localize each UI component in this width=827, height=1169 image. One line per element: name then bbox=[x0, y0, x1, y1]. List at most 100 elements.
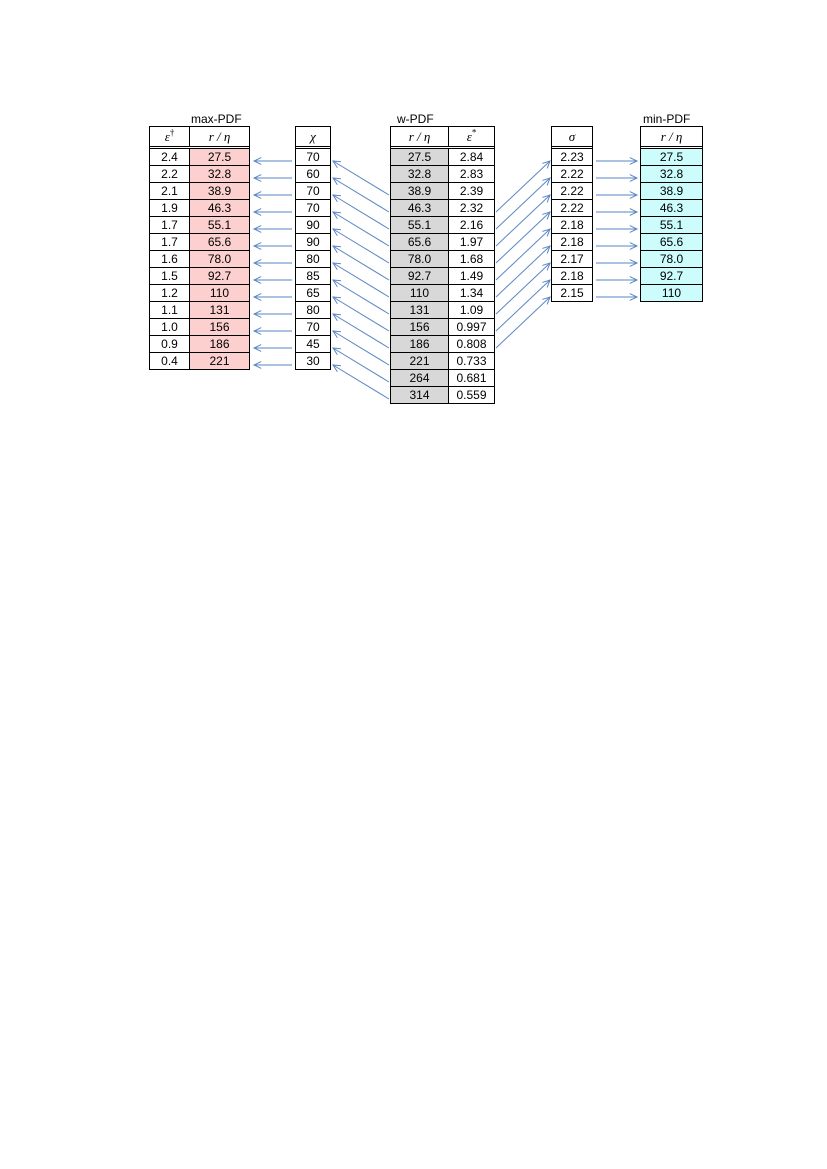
eps-dagger-cell: 1.2 bbox=[161, 286, 178, 300]
max-pdf-title: max-PDF bbox=[191, 112, 242, 126]
table-row: 2.18 bbox=[552, 267, 592, 284]
table-row: 78.0 bbox=[641, 250, 702, 267]
eps-star-cell: 1.97 bbox=[448, 234, 494, 250]
arrowhead bbox=[252, 174, 262, 182]
arrowhead bbox=[252, 361, 262, 369]
table-row: 2.23 bbox=[552, 149, 592, 165]
eps-dagger-cell: 2.1 bbox=[161, 184, 178, 198]
arrowhead bbox=[252, 225, 262, 233]
arrowhead bbox=[332, 347, 342, 355]
eps-star-cell: 1.09 bbox=[448, 302, 494, 318]
arrowhead bbox=[332, 228, 342, 236]
arrowhead bbox=[252, 157, 262, 165]
min-r-eta-cell: 110 bbox=[641, 285, 702, 301]
table-row: 27.5 bbox=[641, 149, 702, 165]
arrowhead bbox=[252, 327, 262, 335]
w-r-eta-cell: 55.1 bbox=[391, 217, 448, 233]
min-r-eta-cell: 65.6 bbox=[641, 234, 702, 250]
arrowhead bbox=[332, 177, 342, 185]
arrowhead bbox=[252, 344, 262, 352]
arrowhead bbox=[629, 242, 639, 250]
eps-dagger-cell: 1.6 bbox=[161, 252, 178, 266]
arrowhead bbox=[629, 225, 639, 233]
min-r-eta-cell: 78.0 bbox=[641, 251, 702, 267]
table-row: 70 bbox=[296, 182, 330, 199]
table-row: 70 bbox=[296, 199, 330, 216]
connector-arrow bbox=[332, 313, 390, 349]
eps-star-cell: 0.681 bbox=[448, 370, 494, 386]
r-eta-cell: 131 bbox=[189, 302, 249, 318]
arrowhead bbox=[332, 211, 342, 219]
eps-dagger-cell: 1.0 bbox=[161, 320, 178, 334]
arrowhead bbox=[542, 211, 551, 220]
min-pdf-title: min-PDF bbox=[643, 112, 691, 126]
arrowhead bbox=[629, 157, 639, 165]
arrowhead bbox=[542, 296, 551, 305]
table-row: 90 bbox=[296, 233, 330, 250]
min-r-eta-cell: 55.1 bbox=[641, 217, 702, 233]
connector-arrow bbox=[332, 347, 390, 383]
eps-dagger-cell: 0.4 bbox=[161, 354, 178, 368]
table-row: 2.18 bbox=[552, 233, 592, 250]
table-row: 110 bbox=[641, 284, 702, 301]
r-eta-cell: 110 bbox=[189, 285, 249, 301]
arrowhead bbox=[252, 293, 262, 301]
min-r-eta-header: r / η bbox=[660, 129, 683, 144]
eps-dagger-cell: 1.1 bbox=[161, 303, 178, 317]
connector-arrow bbox=[495, 262, 551, 315]
connector-arrow bbox=[495, 160, 551, 213]
connector-arrow bbox=[495, 228, 551, 281]
table-row: 70 bbox=[296, 318, 330, 335]
arrowhead bbox=[542, 160, 551, 169]
table-row: 2.22 bbox=[552, 199, 592, 216]
table-row: 38.9 bbox=[641, 182, 702, 199]
connector-arrow bbox=[332, 160, 390, 196]
w-r-eta-cell: 110 bbox=[391, 285, 448, 301]
connector-arrow bbox=[332, 330, 390, 366]
arrowhead bbox=[629, 174, 639, 182]
arrowhead bbox=[629, 191, 639, 199]
eps-star-cell: 1.34 bbox=[448, 285, 494, 301]
table-row: 2.22 bbox=[552, 182, 592, 199]
arrowhead bbox=[332, 194, 342, 202]
table-row: 60 bbox=[296, 165, 330, 182]
sigma-header: σ bbox=[568, 129, 576, 144]
min-r-eta-cell: 46.3 bbox=[641, 200, 702, 216]
eps-star-cell: 0.559 bbox=[448, 387, 494, 403]
chi-cell: 70 bbox=[306, 201, 320, 215]
min-pdf-header: r / η bbox=[641, 127, 702, 149]
eps-dagger-cell: 1.7 bbox=[161, 218, 178, 232]
chi-cell: 45 bbox=[306, 337, 320, 351]
sigma-cell: 2.15 bbox=[560, 286, 584, 300]
arrowhead bbox=[252, 259, 262, 267]
eps-star-cell: 0.808 bbox=[448, 336, 494, 352]
w-r-eta-cell: 221 bbox=[391, 353, 448, 369]
connector-arrow bbox=[495, 279, 551, 332]
r-eta-cell: 156 bbox=[189, 319, 249, 335]
arrowhead bbox=[332, 262, 342, 270]
eps-dagger-cell: 1.7 bbox=[161, 235, 178, 249]
chi-cell: 70 bbox=[306, 150, 320, 164]
arrowhead bbox=[332, 296, 342, 304]
w-r-eta-cell: 314 bbox=[391, 387, 448, 403]
connector-arrow bbox=[332, 245, 390, 281]
min-r-eta-cell: 27.5 bbox=[641, 149, 702, 165]
eps-dagger-cell: 2.2 bbox=[161, 167, 178, 181]
eps-star-cell: 1.68 bbox=[448, 251, 494, 267]
w-r-eta-cell: 92.7 bbox=[391, 268, 448, 284]
chi-cell: 65 bbox=[306, 286, 320, 300]
eps-star-cell: 2.32 bbox=[448, 200, 494, 216]
sigma-cell: 2.23 bbox=[560, 150, 584, 164]
